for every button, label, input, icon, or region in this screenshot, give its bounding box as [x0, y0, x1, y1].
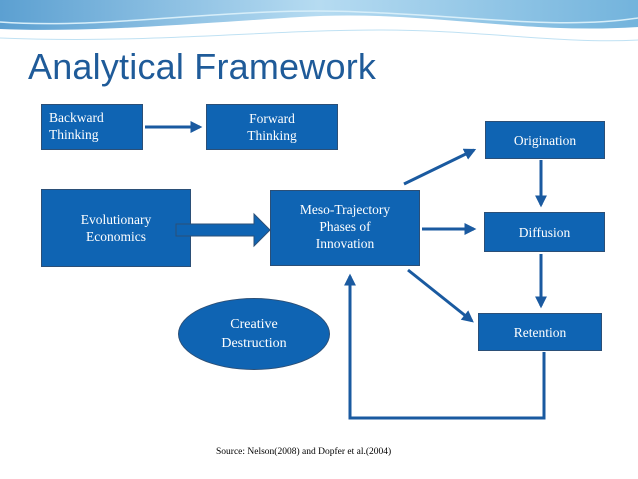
forward-thinking-label: Forward Thinking [247, 111, 297, 143]
block-arrow-evolutionary-to-meso [175, 212, 271, 248]
slide-title: Analytical Framework [28, 46, 377, 87]
header-wave-decoration [0, 0, 638, 42]
retention-box: Retention [478, 313, 602, 351]
retention-feedback-arrow [344, 273, 546, 420]
meso-to-retention-arrow [407, 268, 474, 323]
backward-thinking-label: Backward Thinking [49, 110, 104, 142]
forward-thinking-box: Forward Thinking [206, 104, 338, 150]
retention-label: Retention [513, 324, 567, 340]
creative-destruction-label: Creative Destruction [221, 317, 287, 351]
meso-to-origination-arrow [403, 148, 477, 186]
diffusion-box: Diffusion [484, 212, 605, 252]
meso-trajectory-box: Meso-Trajectory Phases of Innovation [270, 190, 420, 266]
meso-trajectory-label: Meso-Trajectory Phases of Innovation [299, 202, 391, 251]
origination-label: Origination [513, 132, 577, 148]
diffusion-label: Diffusion [518, 224, 571, 240]
backward-thinking-box: Backward Thinking [41, 104, 143, 150]
evolutionary-economics-label: Evolutionary Economics [80, 212, 152, 244]
evolutionary-economics-box: Evolutionary Economics [41, 189, 191, 267]
source-citation: Source: Nelson(2008) and Dopfer et al.(2… [216, 447, 392, 457]
creative-destruction-ellipse: Creative Destruction [178, 298, 330, 370]
origination-box: Origination [485, 121, 605, 159]
